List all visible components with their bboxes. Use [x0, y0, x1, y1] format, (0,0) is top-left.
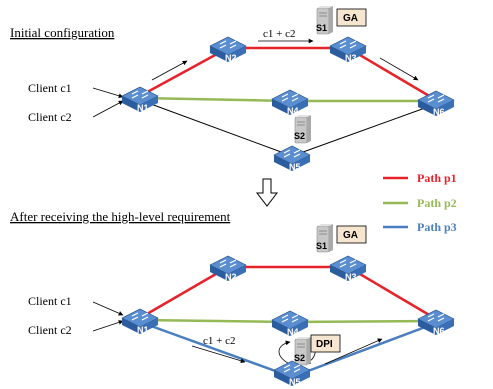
flow-arrow-bottom-right [324, 338, 383, 365]
flow-arrow-bottom [191, 345, 246, 364]
link-n1-n4-bottom [139, 318, 291, 324]
switch-n1: N1 [121, 86, 159, 113]
switch-n3-bottom: N3 [329, 255, 367, 282]
client-c2-arrow [92, 100, 124, 118]
svg-text:N2: N2 [225, 53, 237, 63]
switch-n2: N2 [209, 36, 247, 63]
client-c1-arrow [92, 87, 124, 99]
svg-text:N5: N5 [289, 377, 301, 387]
svg-text:N3: N3 [345, 272, 357, 282]
svg-text:N6: N6 [433, 107, 445, 117]
link-n1-n2-bottom [139, 265, 229, 320]
client-c1-label-bottom: Client c1 [28, 294, 72, 308]
link-n1-n4 [139, 96, 291, 103]
client-c2-label-bottom: Client c2 [28, 323, 72, 337]
client-c1-arrow-bottom [92, 301, 124, 316]
function-ga-label: GA [343, 13, 358, 24]
server-s2-label-bottom: S2 [294, 353, 305, 363]
legend-p1-label: Path p1 [417, 171, 457, 185]
function-ga-box-bottom [336, 225, 367, 244]
link-n5-n6 [291, 103, 437, 157]
link-n1-n5 [139, 99, 293, 157]
function-ga-box [336, 8, 367, 27]
legend-p3-label: Path p3 [417, 220, 457, 234]
link-n5-n6-bottom [291, 321, 437, 379]
svg-text:N2: N2 [225, 272, 237, 282]
function-ga-label-bottom: GA [343, 230, 358, 241]
legend-p2-label: Path p2 [417, 196, 457, 210]
svg-text:N1: N1 [137, 325, 149, 335]
svg-text:N1: N1 [137, 103, 149, 113]
function-dpi-label: DPI [316, 339, 333, 350]
switch-n5: N5 [273, 145, 311, 172]
link-n4-n6-bottom [289, 319, 437, 324]
server-s1-label-bottom: S1 [316, 241, 327, 251]
client-c1-label: Client c1 [28, 81, 72, 95]
link-n1-n2 [139, 46, 229, 98]
svg-text:N4: N4 [287, 327, 299, 337]
bottom-diagram: After receiving the high-level requireme… [10, 209, 455, 387]
switch-n4: N4 [271, 89, 309, 116]
switch-n6-bottom: N6 [417, 309, 455, 336]
function-dpi-box [310, 334, 341, 353]
svg-text:N5: N5 [289, 162, 301, 172]
link-n3-n6-bottom [347, 265, 437, 321]
switch-n4-bottom: N4 [271, 310, 309, 337]
switch-n6: N6 [417, 90, 455, 117]
flow-arrow-up [151, 60, 188, 81]
bottom-section-title: After receiving the high-level requireme… [10, 209, 231, 224]
switch-n5-bottom: N5 [273, 360, 311, 387]
client-c2-label: Client c2 [28, 110, 72, 124]
link-n1-n5-bottom [139, 320, 293, 379]
flow-label-bottom: c1 + c2 [203, 335, 235, 347]
flow-label: c1 + c2 [263, 28, 295, 40]
svg-text:N4: N4 [287, 106, 299, 116]
loop-arrow-in [278, 340, 293, 366]
top-section-title: Initial configuration [10, 25, 115, 40]
switch-n3: N3 [329, 36, 367, 63]
svg-text:N3: N3 [345, 53, 357, 63]
server-s2-label: S2 [294, 131, 305, 141]
legend: Path p1 Path p2 Path p3 [383, 171, 457, 234]
down-arrow-icon [255, 178, 279, 207]
top-diagram: Initial configuration c1 + c2 Client c1 … [10, 5, 455, 172]
svg-text:N6: N6 [433, 326, 445, 336]
link-n3-n6 [347, 46, 437, 102]
switch-n2-bottom: N2 [209, 255, 247, 282]
server-s1-label: S1 [316, 23, 327, 33]
client-c2-arrow-bottom [92, 320, 124, 332]
flow-arrow-down [379, 57, 419, 81]
switch-n1-bottom: N1 [121, 308, 159, 335]
